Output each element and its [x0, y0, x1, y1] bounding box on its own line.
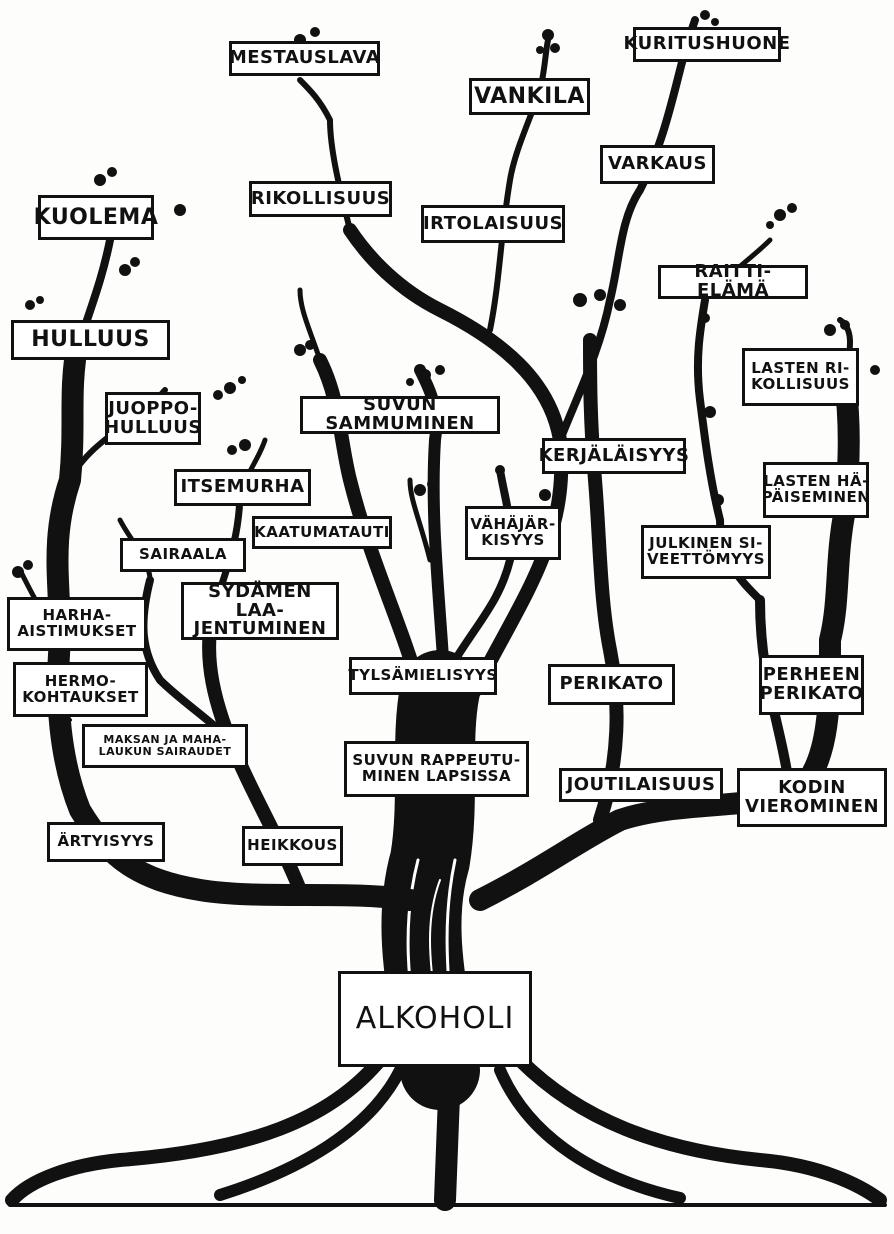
label-kaatumatauti: KAATUMATAUTI [252, 516, 392, 549]
label-raitti-elama: RAITTI-ELÄMÄ [658, 262, 808, 300]
label-perikato: PERIKATO [548, 664, 675, 705]
label-alkoholi: ALKOHOLI [338, 971, 532, 1067]
label-kuritushuone: KURITUSHUONE [624, 27, 790, 62]
label-sydamen-laajentuminen: SYDÄMEN LAA- JENTUMINEN [181, 582, 339, 640]
label-kuolema: KUOLEMA [34, 195, 158, 240]
label-mestauslava: MESTAUSLAVA [229, 41, 380, 76]
label-sairaala: SAIRAALA [120, 538, 246, 572]
label-artyisyys: ÄRTYISYYS [47, 822, 165, 862]
label-heikkous: HEIKKOUS [242, 826, 343, 866]
label-perheen-perikato: PERHEEN PERIKATO [759, 655, 864, 715]
label-hermokohtaukset: HERMO- KOHTAUKSET [13, 662, 148, 717]
label-suvun-sammuminen: SUVUN SAMMUMINEN [300, 395, 500, 434]
label-vahajarkisyys: VÄHÄJÄR- KISYYS [465, 506, 561, 560]
label-lasten-rikollisuus: LASTEN RI- KOLLISUUS [742, 348, 859, 406]
label-kodin-vierominen: KODIN VIEROMINEN [737, 768, 887, 827]
label-harha-aistimukset: HARHA- AISTIMUKSET [7, 597, 147, 651]
label-varkaus: VARKAUS [600, 145, 715, 184]
label-tylsamielisyys: TYLSÄMIELISYYS [348, 657, 497, 695]
label-lasten-haipaiseminen: LASTEN HÄ- PÄISEMINEN [762, 462, 870, 518]
label-maksan-ja-mahalaukun-sairaudet: MAKSAN JA MAHA- LAUKUN SAIRAUDET [82, 724, 248, 768]
label-irtolaisuus: IRTOLAISUUS [421, 205, 565, 243]
label-vankila: VANKILA [469, 78, 590, 115]
label-suvun-rappeutuminen: SUVUN RAPPEUTU- MINEN LAPSISSA [344, 741, 529, 797]
label-hulluus: HULLUUS [11, 320, 170, 360]
label-itsemurha: ITSEMURHA [174, 469, 311, 506]
label-julkinen-siveettomyys: JULKINEN SI- VEETTÖMYYS [641, 525, 771, 579]
label-juoppohulluus: JUOPPO- HULLUUS [104, 392, 201, 445]
label-kerjalaisyys: KERJÄLÄISYYS [539, 438, 689, 474]
label-rikollisuus: RIKOLLISUUS [249, 181, 392, 217]
label-joutilaisuus: JOUTILAISUUS [559, 768, 723, 802]
leaves [12, 10, 880, 578]
